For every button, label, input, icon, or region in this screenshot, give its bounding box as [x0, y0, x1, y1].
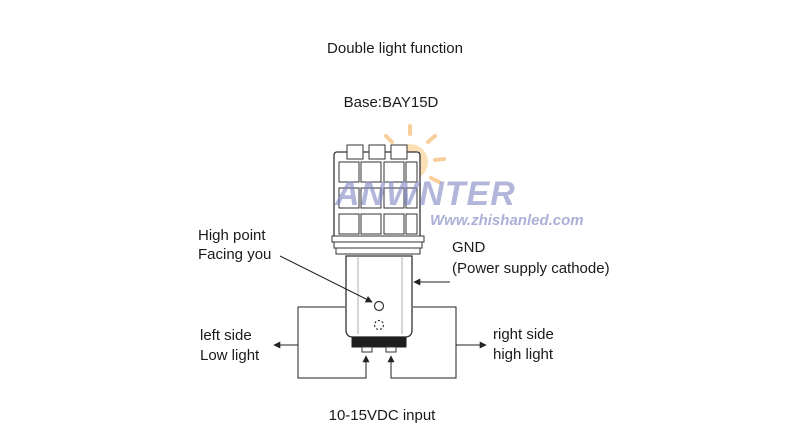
- high-point-label: High point: [198, 227, 266, 244]
- bay15d-base: [345, 255, 413, 353]
- base-type-label: Base:BAY15D: [344, 94, 439, 111]
- high-point-pin: [373, 300, 385, 312]
- watermark-url: Www.zhishanled.com: [430, 212, 584, 229]
- power-cathode-label: (Power supply cathode): [452, 260, 610, 277]
- led-bulb-head: [331, 144, 425, 255]
- low-point-pin: [373, 319, 385, 331]
- right-side-label: right side: [493, 326, 554, 343]
- input-voltage-label: 10-15VDC input: [329, 407, 437, 424]
- right-loop-wire: [387, 306, 457, 379]
- left-side-label: left side: [200, 327, 252, 344]
- low-light-label: Low light: [200, 347, 260, 364]
- watermark-logo: ANWNTER: [334, 175, 516, 213]
- high-light-label: high light: [493, 346, 554, 363]
- facing-you-label: Facing you: [198, 246, 271, 263]
- wiring-lines: [273, 255, 487, 379]
- gnd-label: GND: [452, 239, 486, 256]
- diagram-title: Double light function: [327, 40, 463, 57]
- high-point-pointer: [279, 255, 373, 303]
- left-loop-wire: [297, 306, 370, 379]
